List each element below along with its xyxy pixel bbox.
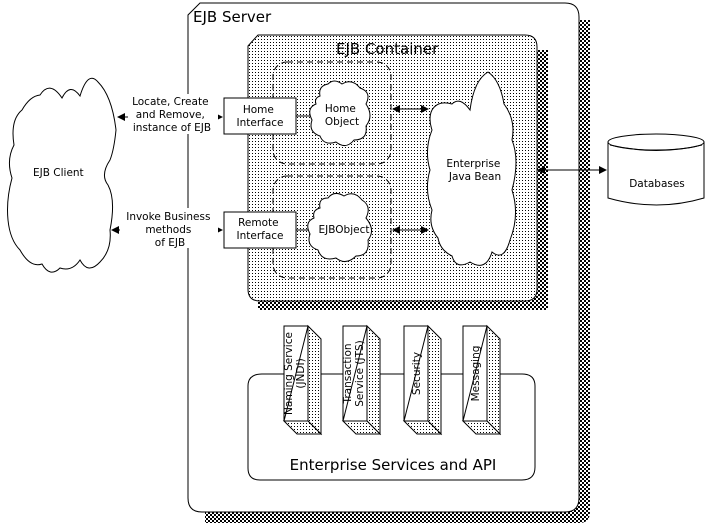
home-object: Home Object (309, 80, 371, 146)
service-pillar: Messaging (461, 324, 502, 436)
home-interface: Home Interface (223, 97, 297, 135)
services-title: Enterprise Services and API (290, 456, 497, 474)
home-arrow-label: Locate, Create and Remove, instance of E… (132, 96, 212, 134)
service-pillar: Security (402, 324, 443, 436)
remote-arrow-label: Invoke Business methods of EJB (126, 211, 214, 249)
svg-text:Databases: Databases (629, 178, 685, 190)
client-label: EJB Client (33, 167, 84, 179)
svg-text:Home Object: Home Object (325, 103, 359, 128)
remote-dashed-group (272, 175, 392, 279)
client-cloud (7, 77, 117, 273)
service-label: TransactionService (JTS) (342, 340, 366, 407)
server-title: EJB Server (193, 8, 272, 26)
svg-text:Remote Interface: Remote Interface (236, 217, 283, 242)
service-pillar: Naming Service(JNDI) (282, 324, 323, 436)
enterprise-java-bean: Enterprise Java Bean (426, 71, 517, 266)
service-label: Naming Service(JNDI) (283, 332, 307, 415)
service-label: Security (411, 352, 423, 395)
service-pillar: TransactionService (JTS) (341, 324, 382, 436)
svg-text:Home Interface: Home Interface (236, 104, 283, 129)
home-dashed-group (272, 61, 392, 165)
service-label: Messaging (470, 346, 482, 402)
svg-text:Enterprise Java Bean: Enterprise Java Bean (446, 158, 503, 183)
database: Databases (607, 133, 705, 206)
remote-interface: Remote Interface (223, 211, 297, 249)
ejb-object: EJBObject (307, 192, 372, 262)
svg-text:EJBObject: EJBObject (319, 224, 370, 236)
ejb-client: EJB Client (7, 77, 117, 273)
container-title: EJB Container (336, 40, 439, 58)
